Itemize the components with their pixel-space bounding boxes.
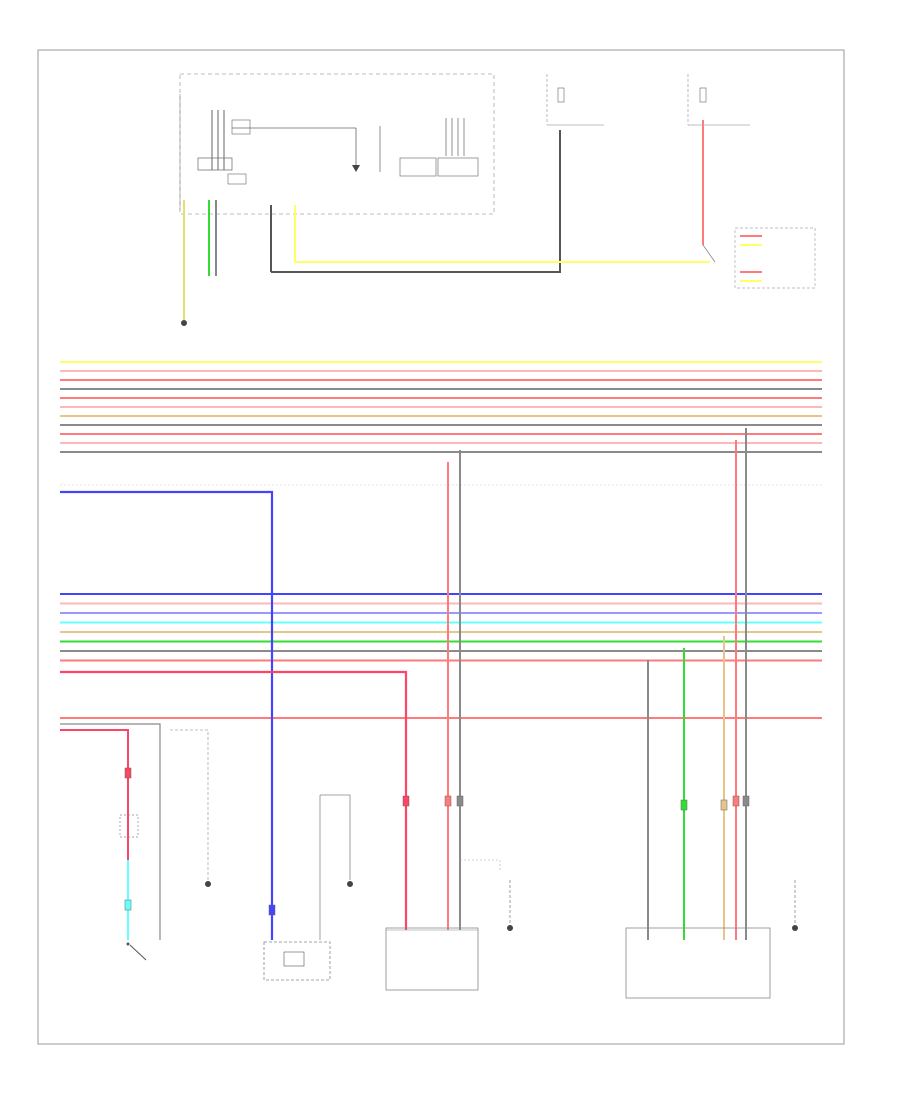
vertical-drops	[60, 428, 796, 940]
door-switch-box	[119, 814, 147, 961]
fuse-box-2	[687, 74, 750, 126]
meter-ecu-block	[179, 73, 495, 215]
diagram-frame	[37, 49, 845, 1045]
power-window-master-box	[263, 941, 331, 981]
ground-left-symbol	[181, 320, 187, 326]
bus-wire-group	[60, 361, 822, 719]
rf-door-lock-box	[385, 927, 479, 991]
ecu-output-wires	[183, 120, 716, 320]
connector-markers	[124, 767, 750, 916]
splice-connector	[734, 227, 816, 289]
fuse-box-1	[546, 74, 604, 126]
lf-door-lock-box	[625, 927, 771, 999]
ground-symbols	[205, 881, 798, 931]
